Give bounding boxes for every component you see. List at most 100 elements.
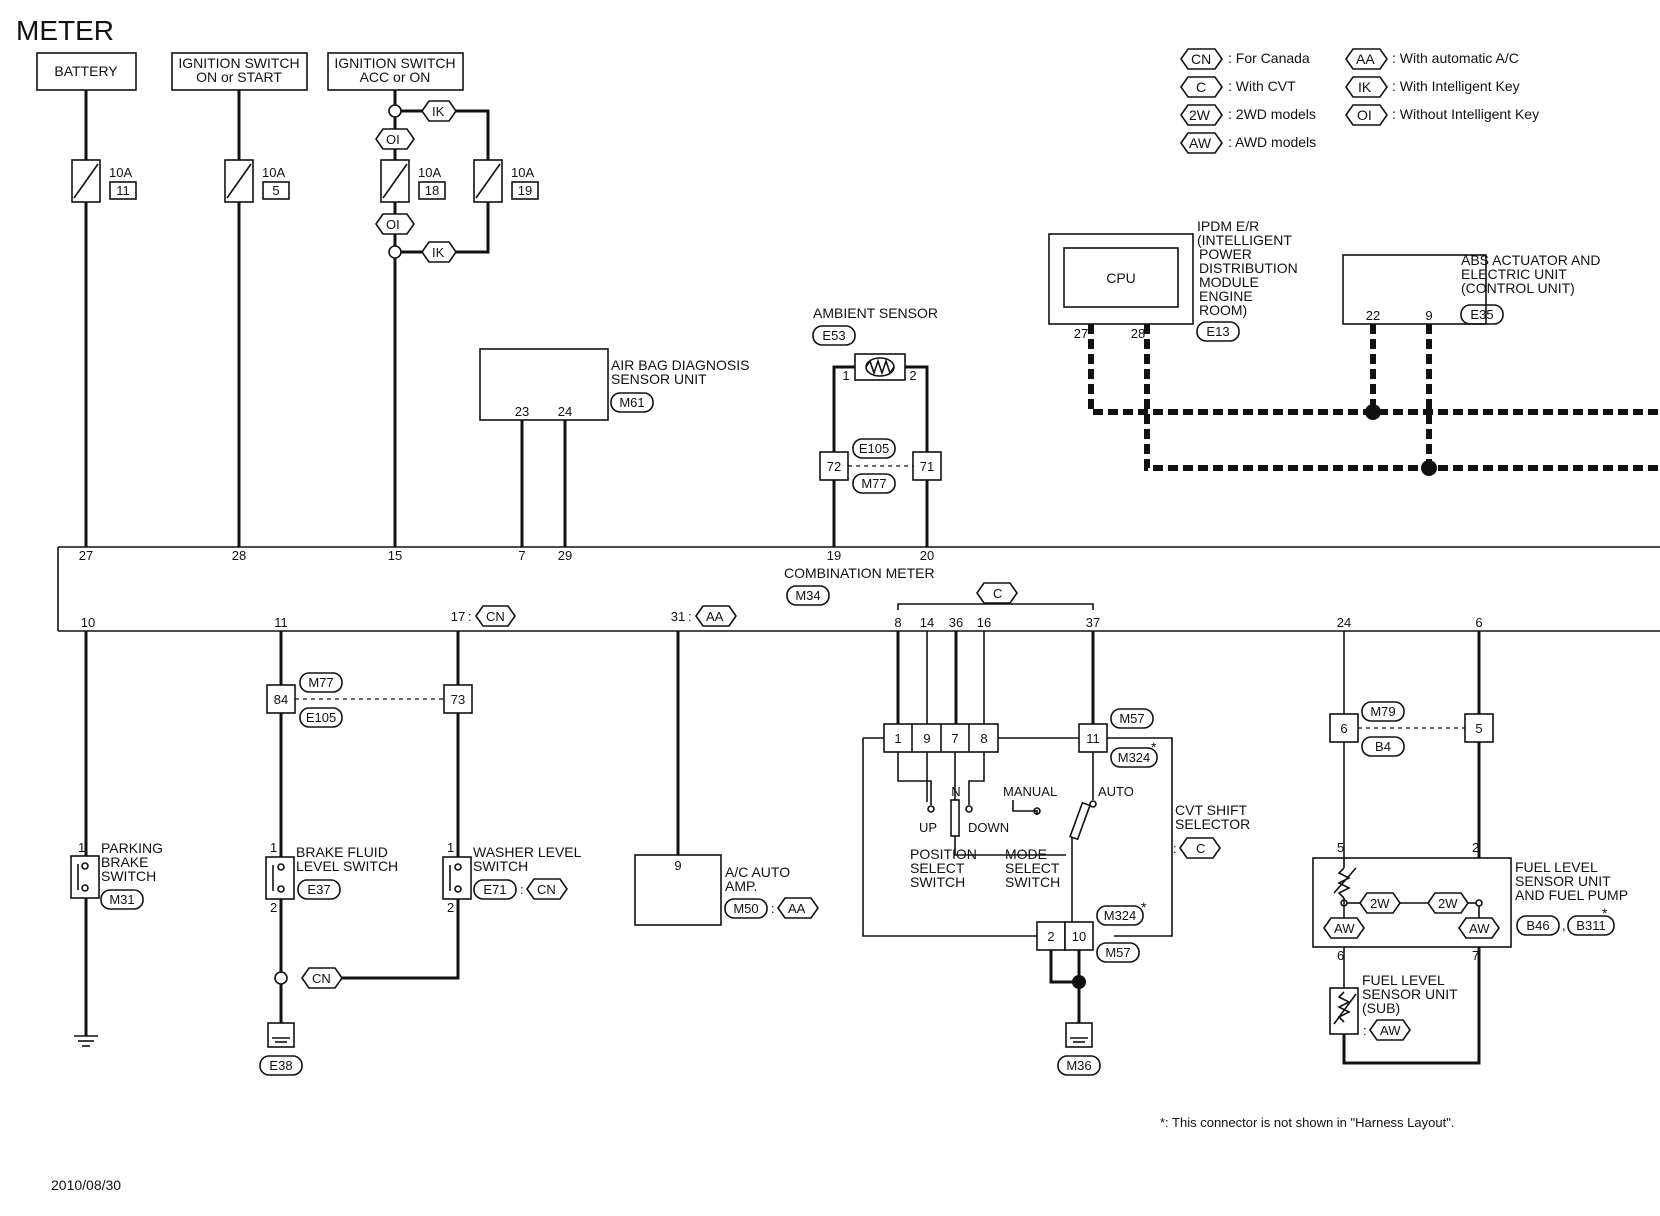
svg-text:FUEL LEVEL: FUEL LEVEL [1362,972,1445,988]
svg-text:AMP.: AMP. [725,878,757,894]
svg-text:2: 2 [909,368,916,383]
svg-text::: : [520,882,524,897]
svg-text:COMBINATION METER: COMBINATION METER [784,565,935,581]
svg-text:11: 11 [1086,731,1100,746]
svg-text:73: 73 [451,692,465,707]
tag-cn-pin17: : CN [468,605,516,627]
svg-text:LEVEL SWITCH: LEVEL SWITCH [296,858,398,874]
washer-level-switch: 1 2 WASHER LEVEL SWITCH E71 : CN [442,840,582,915]
joint-connector-fuel: 6 5 M79 B4 [1329,701,1494,757]
svg-text:72: 72 [827,459,841,474]
svg-text:M31: M31 [109,892,134,907]
svg-text:11: 11 [116,183,130,198]
splice-point [274,971,288,985]
date-stamp: 2010/08/30 [51,1177,121,1193]
svg-text:IGNITION SWITCH: IGNITION SWITCH [334,55,455,71]
tag-oi-bottom: OI [375,213,415,235]
legend-item-aw: AW : AWD models [1180,132,1316,154]
svg-text:6: 6 [1475,615,1482,630]
legend-item-oi: OI : Without Intelligent Key [1345,104,1539,126]
svg-text:15: 15 [388,548,402,563]
svg-text:: With automatic A/C: : With automatic A/C [1392,50,1519,66]
svg-text:8: 8 [980,731,987,746]
fuse-5: 10A 5 [224,159,290,203]
svg-text:M77: M77 [861,476,886,491]
ipdm-er: CPU 27 28 IPDM E/R (INTELLIGENT POWER DI… [1048,218,1298,342]
svg-text:BATTERY: BATTERY [54,63,118,79]
svg-text:(INTELLIGENT: (INTELLIGENT [1197,232,1292,248]
svg-text:OI: OI [1357,107,1372,123]
svg-text:7: 7 [1472,948,1479,963]
joint-connector-ambient: 72 71 E105 M77 [819,438,942,494]
svg-text:2: 2 [1047,929,1054,944]
ground-e38: E38 [259,1022,303,1076]
svg-text:9: 9 [674,858,681,873]
svg-text:: With CVT: : With CVT [1228,78,1296,94]
svg-text:1: 1 [78,840,85,855]
svg-text:6: 6 [1337,948,1344,963]
svg-text:AIR BAG DIAGNOSIS: AIR BAG DIAGNOSIS [611,357,749,373]
svg-text:5: 5 [1337,840,1344,855]
svg-text:2: 2 [447,900,454,915]
svg-text:SWITCH: SWITCH [101,868,156,884]
svg-text:M36: M36 [1066,1058,1091,1073]
svg-text:AW: AW [1469,921,1490,936]
svg-text:ABS ACTUATOR AND: ABS ACTUATOR AND [1461,252,1601,268]
svg-text:14: 14 [920,615,934,630]
svg-text:CN: CN [486,609,505,624]
svg-text:CN: CN [1191,51,1211,67]
svg-text:POWER: POWER [1199,246,1252,262]
svg-text:B311: B311 [1576,918,1605,933]
svg-text:ACC or ON: ACC or ON [360,69,431,85]
brake-fluid-level-switch: 1 2 BRAKE FLUID LEVEL SWITCH E37 [265,840,398,915]
svg-text:10: 10 [1072,929,1086,944]
svg-text:AUTO: AUTO [1098,784,1134,799]
svg-text:(SUB): (SUB) [1362,1000,1400,1016]
svg-text:*: * [1602,905,1608,921]
svg-text:84: 84 [274,692,288,707]
svg-text:CN: CN [537,882,556,897]
ac-auto-amp: 9 A/C AUTO AMP. M50 : AA [634,854,819,926]
svg-text:E13: E13 [1206,324,1229,339]
svg-text:OI: OI [386,217,400,232]
svg-text:AA: AA [706,609,724,624]
svg-text:5: 5 [1475,721,1482,736]
svg-text:UP: UP [919,820,937,835]
svg-text:SENSOR UNIT: SENSOR UNIT [1362,986,1458,1002]
tag-ik-bottom: IK [421,241,457,263]
svg-text:M324: M324 [1104,908,1137,923]
svg-text:PARKING: PARKING [101,840,163,856]
svg-text:CPU: CPU [1106,270,1136,286]
svg-text:ENGINE: ENGINE [1199,288,1253,304]
ignition-acc-on-box: IGNITION SWITCH ACC or ON [327,52,464,91]
legend-item-c: C : With CVT [1180,76,1296,98]
svg-text:M79: M79 [1370,704,1395,719]
svg-text:SWITCH: SWITCH [473,858,528,874]
legend-item-ik: IK : With Intelligent Key [1345,76,1520,98]
svg-text:E53: E53 [822,328,845,343]
svg-text:SELECT: SELECT [1005,860,1060,876]
svg-text:19: 19 [827,548,841,563]
svg-text:ROOM): ROOM) [1199,302,1247,318]
legend-item-cn: CN : For Canada [1180,48,1310,70]
ground-m36: M36 [1057,1022,1101,1076]
fuel-level-sensor-sub: FUEL LEVEL SENSOR UNIT (SUB) : AW [1329,972,1458,1041]
ignition-on-start-box: IGNITION SWITCH ON or START [171,52,308,91]
svg-text:ON or START: ON or START [196,69,282,85]
svg-text:2: 2 [1472,840,1479,855]
svg-text:MODE: MODE [1005,846,1047,862]
fuse-18: 10A 18 [380,159,446,203]
svg-text:1: 1 [894,731,901,746]
can-splice-high [1365,404,1381,420]
ground-symbol [74,1035,98,1047]
svg-text:C: C [993,586,1002,601]
svg-text:7: 7 [951,731,958,746]
svg-text:C: C [1196,841,1205,856]
svg-text:IGNITION SWITCH: IGNITION SWITCH [178,55,299,71]
svg-text:CN: CN [312,971,331,986]
svg-text:BRAKE: BRAKE [101,854,148,870]
svg-text:: Without Intelligent Key: : Without Intelligent Key [1392,106,1539,122]
svg-text:9: 9 [1425,308,1432,323]
svg-text:1: 1 [447,840,454,855]
svg-text:AW: AW [1189,135,1212,151]
